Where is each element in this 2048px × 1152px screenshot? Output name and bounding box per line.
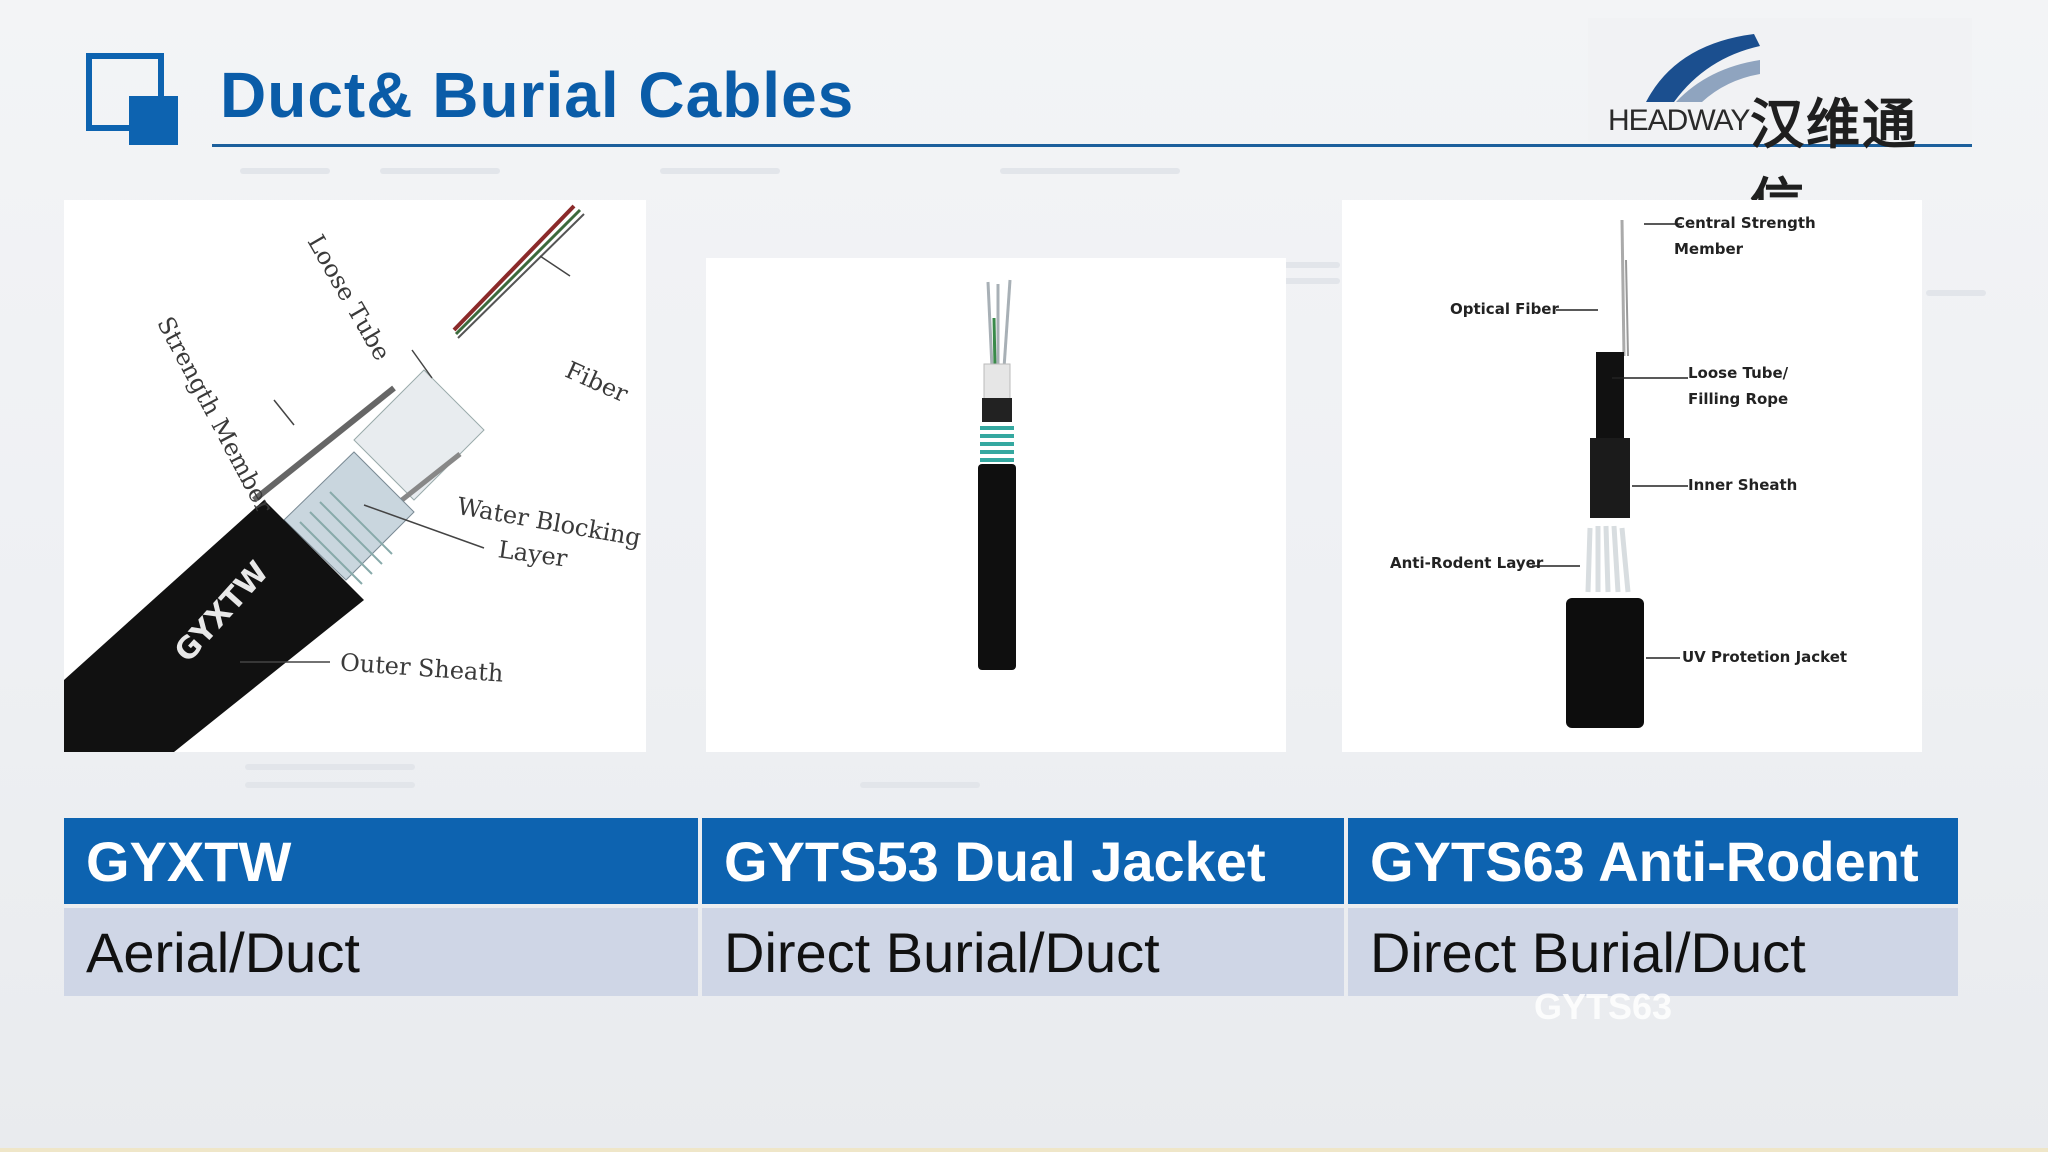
label-inner-sheath: Inner Sheath <box>1688 476 1798 494</box>
label-loose-tube: Loose Tube/ <box>1688 364 1789 382</box>
label-filling-rope: Filling Rope <box>1688 390 1789 408</box>
table-header-gyxtw: GYXTW <box>64 818 698 904</box>
background-decoration <box>860 782 980 788</box>
gyts53-cable-illustration <box>978 279 1016 670</box>
background-decoration <box>240 168 330 174</box>
label-uv-jacket: UV Protetion Jacket <box>1682 648 1848 666</box>
table-cell-gyts63-application: Direct Burial/Duct <box>1348 908 1958 996</box>
headway-swoosh-icon <box>1646 34 1760 102</box>
background-decoration <box>245 782 415 788</box>
table-cell-gyxtw-application: Aerial/Duct <box>64 908 698 996</box>
background-decoration <box>1000 168 1180 174</box>
background-decoration <box>660 168 780 174</box>
table-cell-gyts53-application: Direct Burial/Duct <box>702 908 1344 996</box>
background-decoration <box>380 168 500 174</box>
gyts63-cable-image: Central Strength Member Optical Fiber Lo… <box>1342 200 1922 752</box>
gyts53-cable-image <box>706 258 1286 752</box>
title-square-icon <box>86 53 178 145</box>
title-underline <box>212 144 1972 147</box>
label-central-strength-member: Member <box>1674 240 1744 258</box>
logo-english-name: HEADWAY <box>1608 104 1750 137</box>
gyts63-cable-illustration <box>1532 219 1688 728</box>
company-logo: HEADWAY 汉维通信 <box>1588 18 1972 235</box>
gyxtw-cable-illustration: GYXTW <box>64 204 585 752</box>
table-header-gyts63: GYTS63 Anti-Rodent <box>1348 818 1958 904</box>
gyxtw-cable-image: GYXTW Strength Member Loose Tube Fiber W… <box>64 200 646 752</box>
page-title: Duct& Burial Cables <box>220 59 855 131</box>
watermark-text: GYTS63 <box>1534 986 1673 1027</box>
table-header-gyts53: GYTS53 Dual Jacket <box>702 818 1344 904</box>
background-decoration <box>1926 290 1986 296</box>
background-decoration <box>1280 262 1340 268</box>
label-anti-rodent-layer: Anti-Rodent Layer <box>1390 554 1544 572</box>
label-optical-fiber: Optical Fiber <box>1450 300 1559 318</box>
label-central-strength: Central Strength <box>1674 214 1816 232</box>
bottom-band <box>0 1148 2048 1152</box>
cable-application-table: GYXTW GYTS53 Dual Jacket GYTS63 Anti-Rod… <box>64 818 1958 996</box>
background-decoration <box>1280 278 1340 284</box>
background-decoration <box>245 764 415 770</box>
